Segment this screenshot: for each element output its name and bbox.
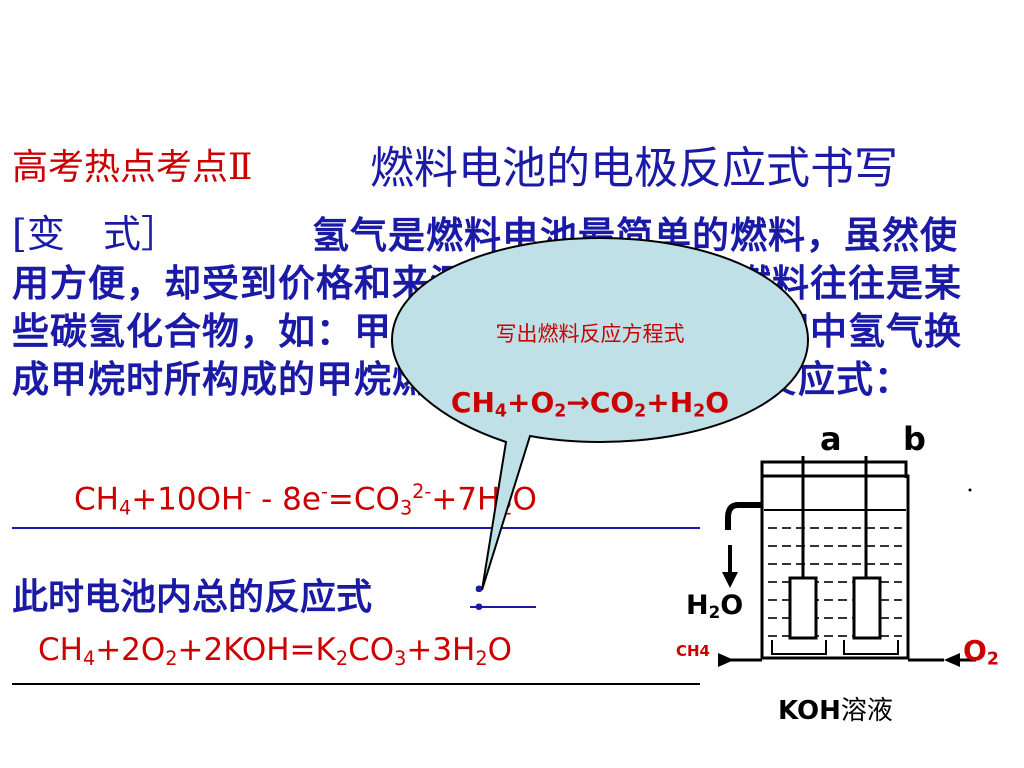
total-reaction-colon: ：	[470, 577, 507, 618]
topic-title: 燃料电池的电极反应式书写	[370, 143, 898, 194]
electrode-equation: CH4+10OH- - 8e-=CO32-+7H2O	[74, 480, 537, 520]
bubble-equation: CH4+O2→CO2+H2O	[450, 386, 730, 422]
electrode-b-label: b	[903, 420, 926, 458]
ch4-label: CH4	[676, 642, 710, 660]
total-reaction-label: 此时电池内总的反应式	[12, 577, 373, 618]
h2o-label: H2O	[686, 590, 744, 623]
colon-underline	[470, 606, 536, 608]
bubble-title: 写出燃料反应方程式	[495, 322, 685, 346]
answer-line-2	[12, 683, 700, 685]
o2-label: O2	[963, 634, 999, 670]
answer-line-1	[12, 527, 700, 529]
total-equation: CH4+2O2+2KOH=K2CO3+3H2O	[38, 632, 512, 670]
koh-solution-label: KOH溶液	[778, 696, 893, 726]
electrode-a-label: a	[820, 420, 842, 458]
variant-tag: [变 式］	[12, 212, 179, 256]
heading-label: 高考热点考点Ⅱ	[12, 147, 253, 188]
